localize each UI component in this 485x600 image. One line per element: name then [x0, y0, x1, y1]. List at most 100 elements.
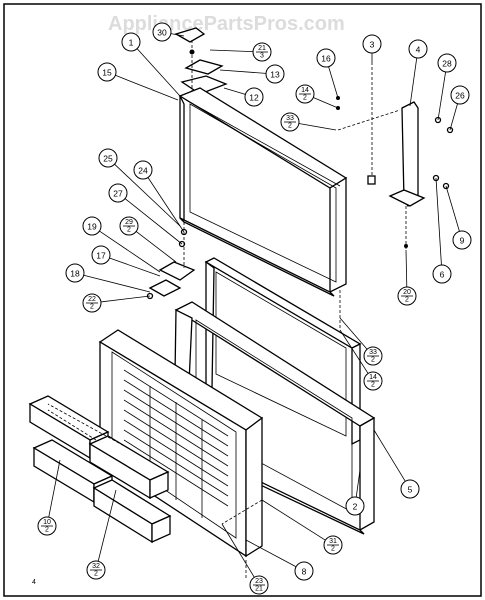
callout-9: 9 [452, 230, 472, 250]
callout-quantity: 2 [331, 546, 335, 553]
inner-door-panel [98, 329, 264, 558]
callout-14_2b: 142 [363, 371, 383, 391]
callout-part-number: 31 [329, 538, 337, 545]
leader-line-20_2 [405, 249, 408, 288]
callout-10_2: 102 [37, 516, 57, 536]
callout-part-number: 20 [403, 289, 411, 296]
callout-circle [294, 561, 314, 581]
callout-circle [265, 64, 285, 84]
callout-circle [152, 22, 172, 42]
callout-1: 1 [121, 32, 141, 52]
leader-line-5 [373, 429, 406, 482]
callout-circle [133, 160, 153, 180]
callout-quantity: 2 [90, 304, 94, 311]
callout-part-number: 33 [286, 115, 294, 122]
panel-shelf-grid [123, 369, 229, 518]
callout-30: 30 [152, 22, 172, 42]
right-screws [336, 96, 454, 190]
callout-part-number: 28 [442, 59, 452, 69]
callout-circle [432, 264, 452, 284]
callout-33_2b: 332 [363, 346, 383, 366]
callout-part-number: 21 [258, 45, 266, 52]
callout-circle [108, 183, 128, 203]
leader-line-1 [136, 48, 181, 97]
door-gasket-frames [172, 257, 376, 535]
callout-26: 26 [450, 85, 470, 105]
callout-part-number: 3 [370, 40, 375, 50]
callout-leaders [48, 33, 460, 578]
leader-line-15 [115, 74, 179, 101]
callout-part-number: 12 [249, 93, 259, 103]
callout-15: 15 [97, 62, 117, 82]
callout-part-number: 2 [353, 502, 358, 512]
callout-5: 5 [400, 479, 420, 499]
leader-line-22_2 [100, 295, 151, 303]
callout-32_2: 322 [86, 560, 106, 580]
callout-circle [450, 85, 470, 105]
callout-quantity: 21 [255, 586, 263, 593]
callout-part-number: 14 [301, 87, 309, 94]
leader-line-33_2a [298, 123, 337, 131]
leader-line-25 [114, 163, 181, 227]
callout-part-number: 13 [270, 70, 280, 80]
callout-20_2: 202 [397, 286, 417, 306]
leader-line-31_2 [261, 499, 326, 541]
callout-quantity: 2 [371, 357, 375, 364]
callout-4: 4 [408, 39, 428, 59]
leader-line-6a [435, 177, 442, 266]
callout-18: 18 [65, 263, 85, 283]
door-shelves [28, 395, 172, 544]
callout-part-number: 22 [88, 296, 96, 303]
callout-circle [362, 34, 382, 54]
callout-12: 12 [244, 87, 264, 107]
callout-circle [121, 32, 141, 52]
callout-16: 16 [316, 48, 336, 68]
leader-line-2 [355, 469, 361, 498]
leader-line-14_2b [339, 329, 369, 374]
callout-circle [316, 48, 336, 68]
callout-part-number: 33 [369, 349, 377, 356]
callout-circle [408, 39, 428, 59]
callout-31_2: 312 [323, 535, 343, 555]
top-hinge-assembly [174, 27, 228, 95]
callout-part-number: 5 [408, 485, 413, 495]
door-outer-frame [178, 87, 348, 297]
callout-19: 19 [82, 216, 102, 236]
leader-line-21_3 [209, 49, 254, 53]
callout-8: 8 [294, 561, 314, 581]
callout-part-number: 29 [125, 219, 133, 226]
leader-line-30 [170, 33, 185, 37]
callout-part-number: 14 [369, 374, 377, 381]
callout-part-number: 9 [460, 236, 465, 246]
callout-circle [97, 62, 117, 82]
callout-part-number: 6 [440, 270, 445, 280]
callout-part-number: 10 [43, 519, 51, 526]
callout-part-number: 17 [96, 251, 106, 261]
callout-part-number: 15 [102, 68, 112, 78]
callout-part-number: 19 [87, 222, 97, 232]
callout-quantity: 2 [371, 382, 375, 389]
leader-line-10_2 [48, 459, 61, 518]
callout-part-number: 26 [455, 91, 465, 101]
callout-33_2a: 332 [280, 112, 300, 132]
callout-25: 25 [98, 148, 118, 168]
leader-line-33_2b [339, 317, 368, 350]
callout-part-number: 1 [129, 38, 134, 48]
callout-part-number: 27 [113, 189, 123, 199]
leader-line-27 [124, 198, 183, 245]
callout-circle [437, 53, 457, 73]
leader-line-9 [445, 185, 460, 232]
callout-quantity: 3 [260, 53, 264, 60]
leader-line-24 [147, 177, 185, 233]
callout-circle [82, 216, 102, 236]
leader-line-14_2a [313, 97, 339, 109]
callout-circle [452, 230, 472, 250]
callout-part-number: 16 [321, 54, 331, 64]
callout-circle [400, 479, 420, 499]
callout-part-number: 32 [92, 563, 100, 570]
leader-line-26 [449, 103, 458, 131]
callout-part-number: 24 [138, 166, 148, 176]
leader-line-19 [99, 230, 161, 273]
